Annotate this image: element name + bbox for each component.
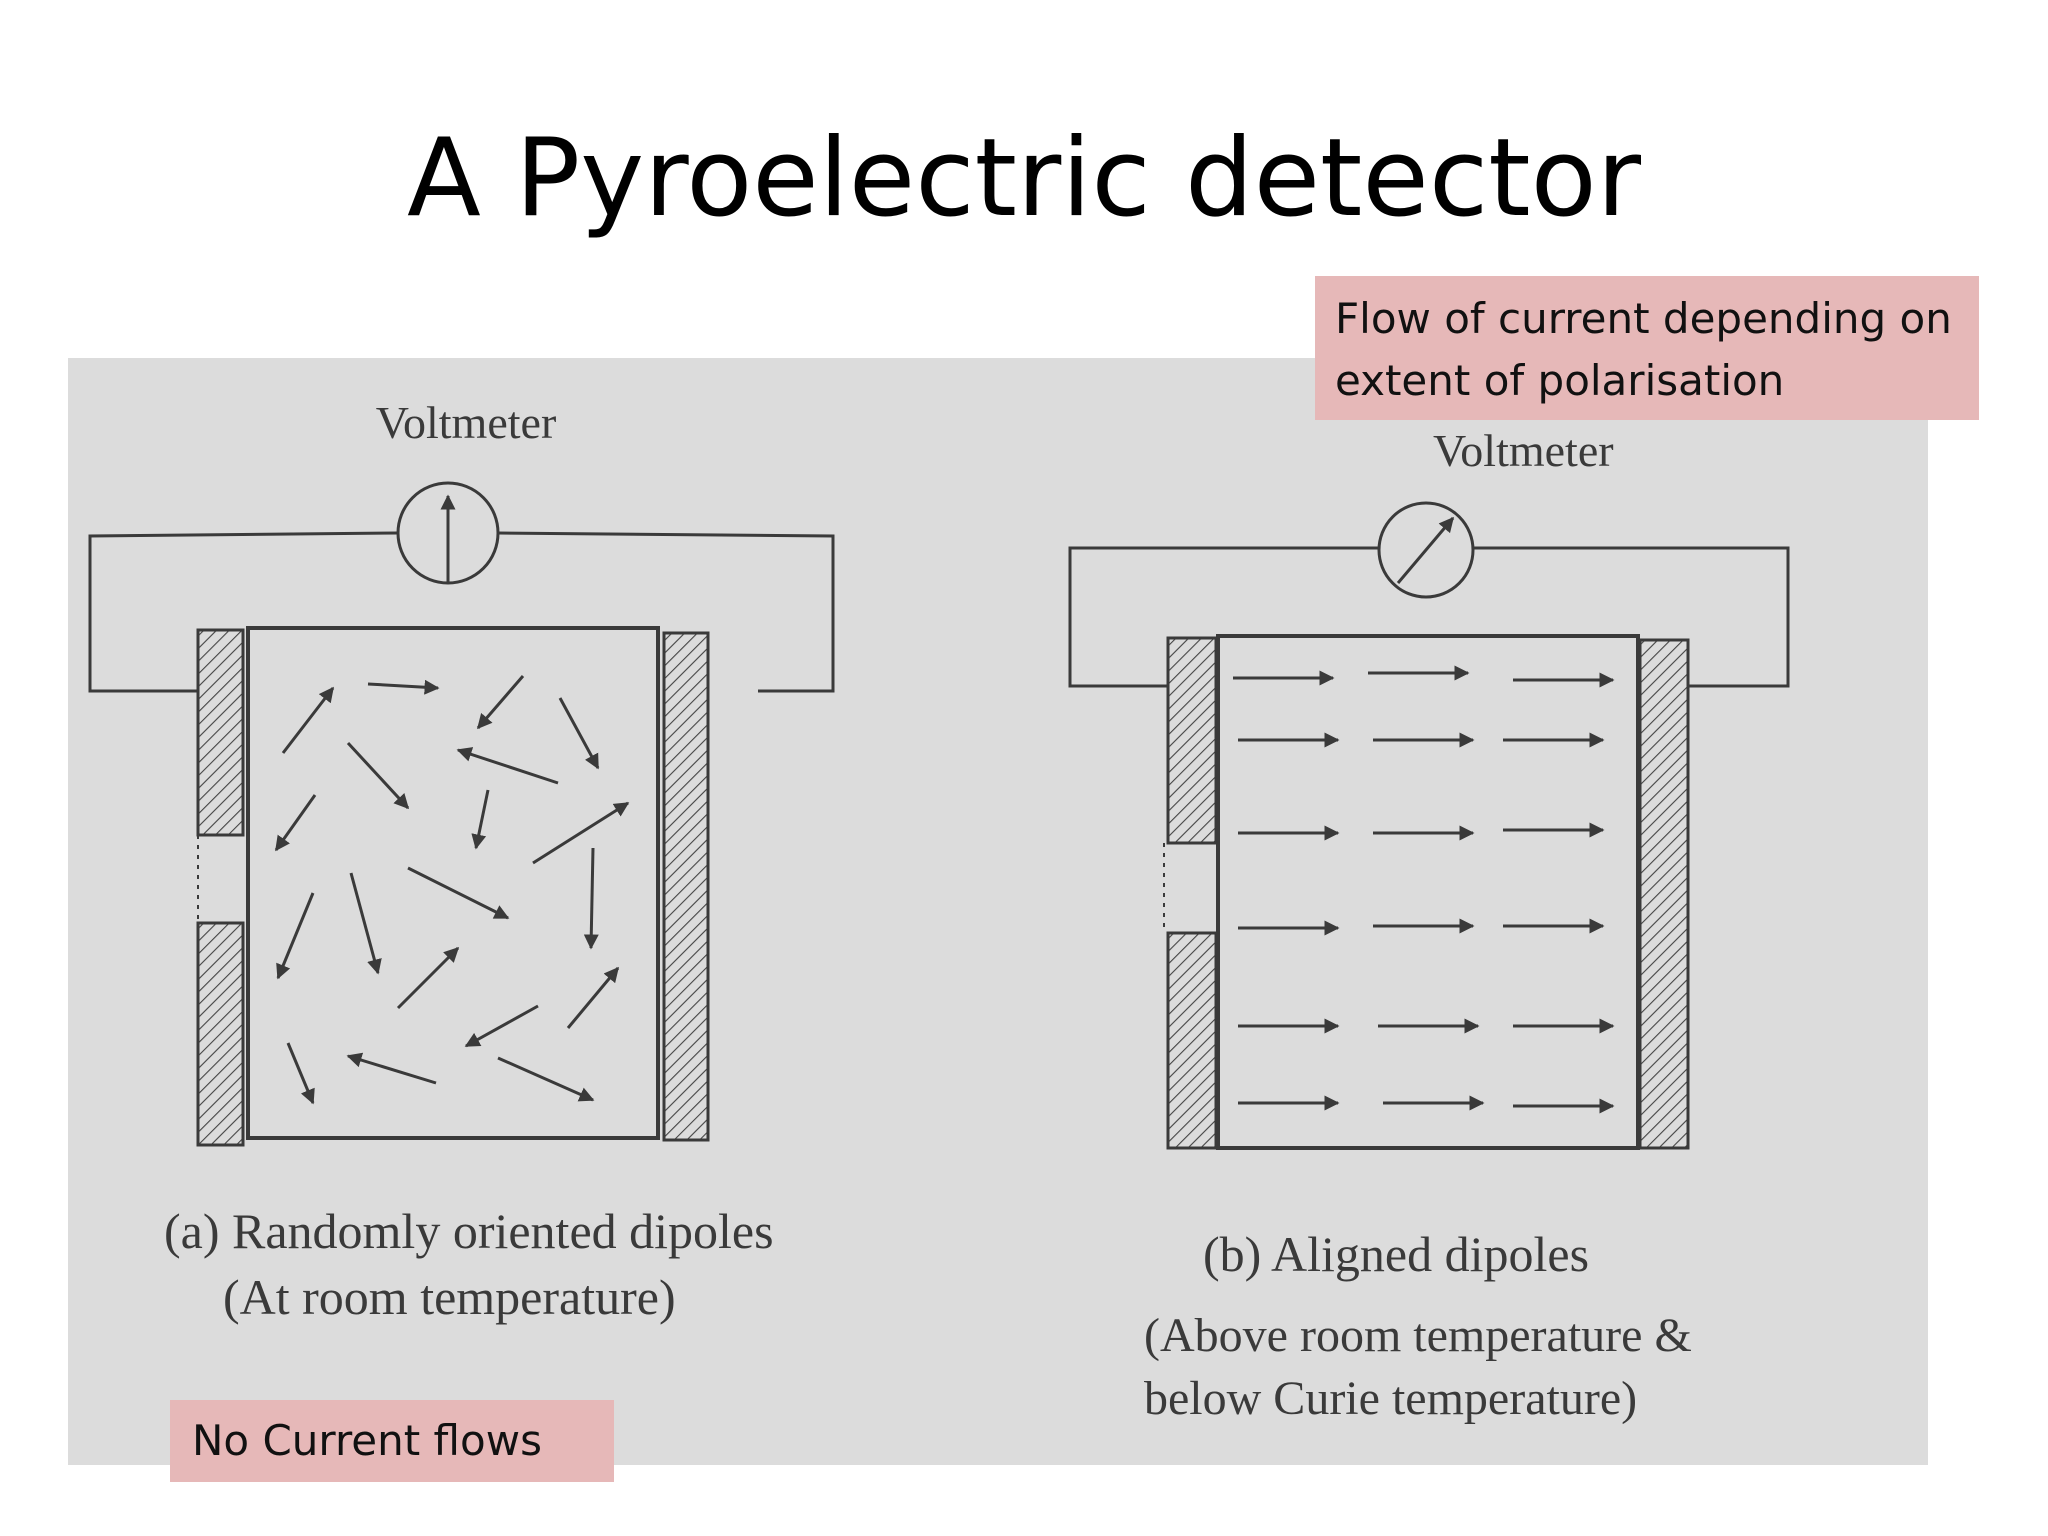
panel-b: Voltmeter: [1068, 425, 1790, 1425]
pyroelectric-diagram: Voltmeter: [88, 397, 1790, 1425]
caption-b-line1: (b) Aligned dipoles: [1203, 1226, 1589, 1282]
caption-a-line1: (a) Randomly oriented dipoles: [164, 1203, 774, 1259]
electrode-left-a: [196, 628, 245, 1147]
voltmeter-b-icon: [1377, 501, 1475, 599]
dipole-arrows-random: [274, 675, 630, 1105]
voltmeter-label-a: Voltmeter: [376, 397, 557, 448]
voltmeter-a-icon: [396, 481, 500, 585]
circuit-wire-a: [88, 531, 835, 693]
caption-b-line2: (Above room temperature &: [1144, 1309, 1692, 1362]
crystal-a: [246, 626, 660, 1140]
caption-a-line2: (At room temperature): [223, 1269, 676, 1325]
slide-title: A Pyroelectric detector: [406, 116, 1642, 241]
diagram-photo: Voltmeter: [68, 358, 1928, 1465]
crystal-b: [1216, 634, 1640, 1150]
voltmeter-label-b: Voltmeter: [1433, 425, 1614, 476]
circuit-wire-b: [1068, 546, 1790, 688]
callout-no-current: No Current flows: [170, 1400, 614, 1482]
electrode-left-b: [1163, 636, 1218, 1150]
electrode-right-a: [662, 631, 710, 1142]
caption-b-line3: below Curie temperature): [1144, 1372, 1637, 1425]
dipole-arrows-aligned: [1233, 665, 1615, 1114]
electrode-right-b: [1638, 638, 1690, 1150]
callout-current-flow: Flow of current depending on extent of p…: [1315, 276, 1979, 420]
panel-a: Voltmeter: [88, 397, 835, 1325]
